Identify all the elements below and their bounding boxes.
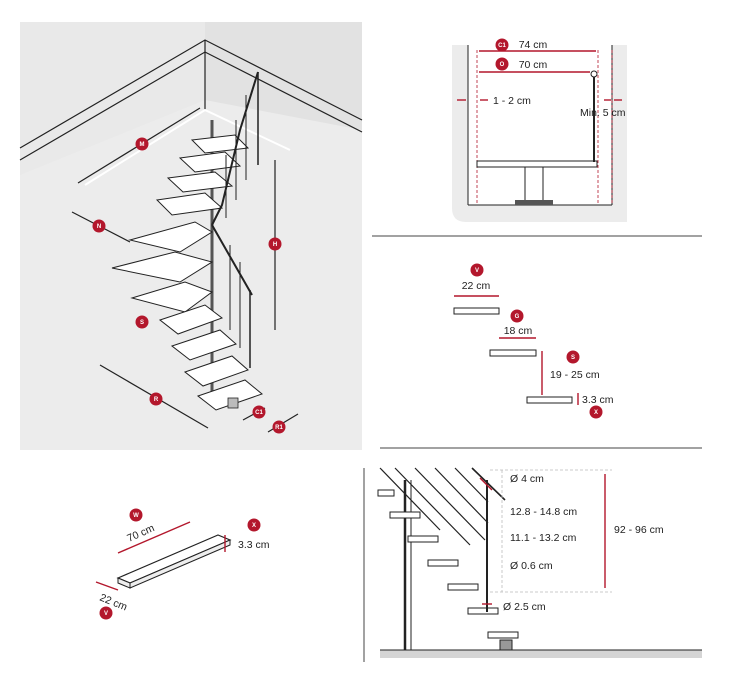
svg-text:V: V (475, 268, 479, 274)
tread-depth-dimension-3d (95, 581, 119, 591)
tread-side (407, 535, 439, 543)
handrail-lower (211, 224, 253, 296)
clearance-panel (452, 45, 627, 222)
badge-r1: R1 (272, 420, 286, 434)
badge-c1: C1 (252, 405, 266, 419)
tread (183, 355, 249, 387)
handrail (471, 467, 506, 501)
tread (178, 151, 242, 173)
svg-text:C1: C1 (498, 43, 506, 49)
height-label: 92 - 96 cm (614, 524, 664, 536)
thickness-label: 3.3 cm (582, 394, 614, 406)
badge-s: S (135, 315, 149, 329)
svg-text:O: O (500, 62, 505, 68)
spacing-upper-label: 12.8 - 14.8 cm (510, 506, 577, 518)
balustrade-panel (377, 467, 702, 658)
winder-tread (111, 251, 214, 283)
tread (170, 329, 237, 361)
spacing-lower-label: 11.1 - 13.2 cm (510, 532, 577, 544)
min-clearance-label: Min. 5 cm (580, 107, 626, 119)
svg-text:R1: R1 (275, 425, 283, 431)
winder-tread (130, 281, 214, 313)
post-diameter-label: Ø 2.5 cm (503, 601, 546, 613)
floor (380, 650, 702, 658)
badge-h: H (268, 237, 282, 251)
tread-depth-label: 22 cm (462, 280, 491, 292)
handrail-diameter-label: Ø 4 cm (510, 473, 544, 485)
going-label: 18 cm (504, 325, 533, 337)
baluster (379, 467, 441, 531)
handrail-upper (211, 71, 259, 226)
svg-text:X: X (252, 523, 256, 529)
overview-panel (19, 22, 363, 450)
badge-g: G (510, 309, 524, 323)
svg-text:H: H (273, 242, 277, 248)
svg-text:X: X (594, 410, 598, 416)
svg-text:C1: C1 (255, 410, 263, 416)
badge-w: W (129, 508, 143, 522)
clearance-tread (476, 160, 598, 168)
svg-text:G: G (515, 314, 520, 320)
badge-v-profile: V (470, 263, 484, 277)
badge-s-profile: S (566, 350, 580, 364)
tread-side (447, 583, 479, 591)
baluster (414, 467, 486, 541)
badge-x-profile: X (589, 405, 603, 419)
tread-thickness-label: 3.3 cm (238, 539, 270, 551)
svg-text:V: V (104, 611, 108, 617)
tread-panel (95, 521, 232, 591)
c1-width-label: 74 cm (519, 39, 548, 51)
tread (166, 171, 234, 193)
tread-side (427, 559, 459, 567)
tread-side (467, 607, 499, 615)
tread (190, 134, 250, 154)
step-profile-panel (453, 295, 579, 405)
badge-v-tread: V (99, 606, 113, 620)
tread (196, 379, 264, 411)
step-1 (453, 307, 500, 315)
rise-label: 19 - 25 cm (550, 369, 600, 381)
baluster-diameter-label: Ø 0.6 cm (510, 560, 553, 572)
badge-m: M (135, 137, 149, 151)
svg-text:M: M (140, 142, 145, 148)
step-2 (489, 349, 537, 357)
baluster (434, 467, 489, 524)
svg-text:R: R (154, 397, 159, 403)
gap-label: 1 - 2 cm (493, 95, 531, 107)
tread (155, 192, 224, 216)
tread-side (389, 511, 421, 519)
o-width-label: 70 cm (519, 59, 548, 71)
badge-n: N (92, 219, 106, 233)
tread-side (487, 631, 519, 639)
badge-x-tread: X (247, 518, 261, 532)
svg-text:N: N (97, 224, 101, 230)
step-3 (526, 396, 573, 404)
tread-width-dimension (117, 521, 191, 554)
tread-width-label: 70 cm (125, 522, 156, 545)
svg-text:S: S (140, 320, 144, 326)
baluster (454, 467, 489, 503)
baluster (394, 467, 471, 546)
svg-text:S: S (571, 355, 575, 361)
badge-c1-clearance: C1 (495, 38, 509, 52)
winder-tread (128, 221, 213, 253)
badge-o: O (495, 57, 509, 71)
svg-text:W: W (133, 513, 139, 519)
badge-r: R (149, 392, 163, 406)
tread (158, 304, 224, 335)
